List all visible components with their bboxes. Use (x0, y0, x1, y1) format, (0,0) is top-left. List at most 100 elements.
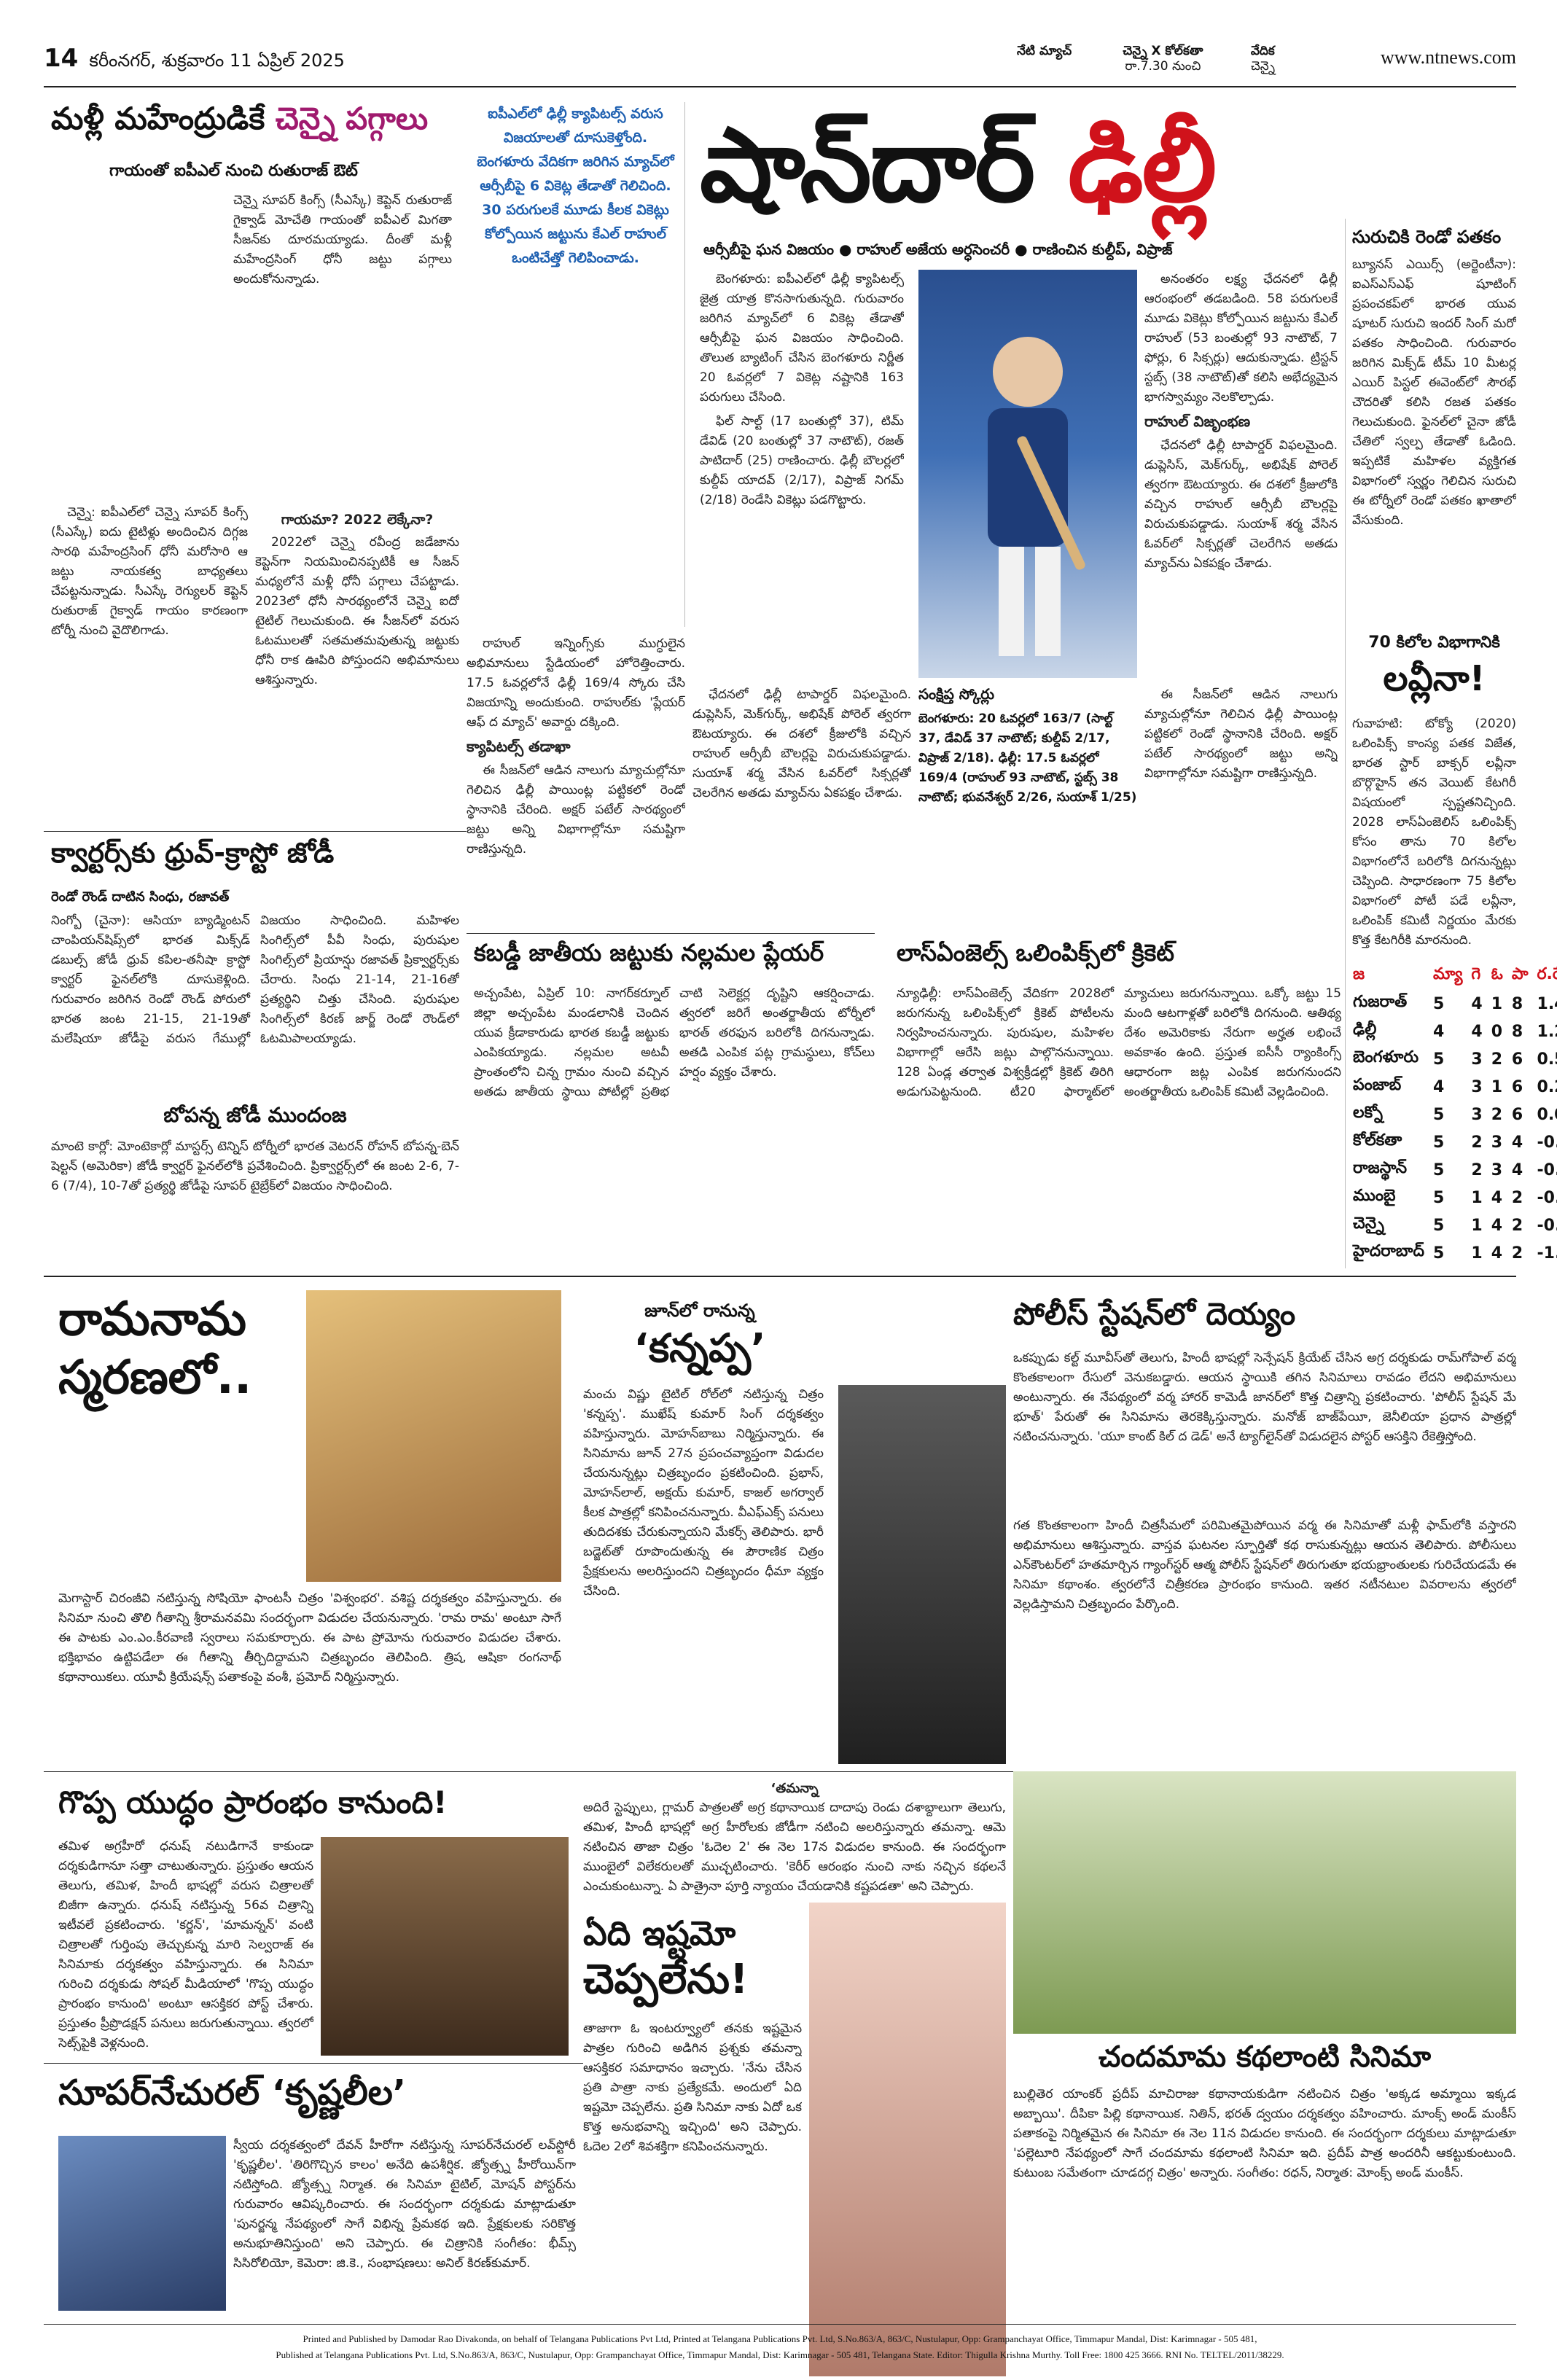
lead-kicker-text: ఐపీఎల్‌లో ఢిల్లీ క్యాపిటల్స్ వరుస విజయాల… (477, 106, 674, 266)
played: 5 (1433, 1105, 1445, 1124)
venue-label: వేదిక (1250, 44, 1275, 58)
lost: 0 (1491, 1022, 1503, 1041)
points: 6 (1511, 1077, 1523, 1096)
bopanna-headline: బోపన్న జోడీ ముందంజ (163, 1103, 347, 1127)
lost: 2 (1491, 1050, 1503, 1069)
police-body-2: గత కొంతకాలంగా హిందీ చిత్రసీమలో పరిమితమైప… (1013, 1518, 1516, 1612)
kannappa-headline: ‘కన్నప్ప’ (633, 1325, 766, 1371)
lead-headline-a: షాన్‌దార్ (700, 106, 1035, 225)
orange-headline: సురుచికి రెండో పతకం (1352, 227, 1502, 247)
points: 4 (1511, 1133, 1523, 1152)
tamanna-quote: ‘తమన్నా అదిరే స్టెప్పులు, గ్లామర్ పాత్రల… (583, 1779, 1006, 1895)
ramanama-headline-b: స్మరణలో.. (58, 1351, 252, 1405)
csk-subtitle: గాయంతో ఐపీఎల్ నుంచి రుతురాజ్ ఔట్ (109, 162, 358, 180)
lead-bottom-1: రాహుల్ ఇన్నింగ్స్‌కు ముగ్ధులైన అభిమానులు… (467, 634, 685, 926)
war-photo (321, 1837, 569, 2056)
team-name: చెన్నై (1353, 1214, 1384, 1233)
police-headline: పోలీస్ స్టేషన్‌లో దెయ్యం (1013, 1296, 1296, 1332)
lead-para: ఈ సీజన్‌లో ఆడిన నాలుగు మ్యాచుల్లోనూ గెలి… (467, 763, 685, 857)
played: 5 (1433, 1160, 1445, 1179)
quarters-headline: క్వార్టర్స్‌కు ధ్రువ్-క్రాస్టో జోడీ (51, 837, 335, 869)
won: 1 (1471, 1216, 1483, 1235)
ramanama-headline: రామనామ స్మరణలో.. (58, 1290, 299, 1407)
edi-headline: ఏది ఇష్టమో చెప్పలేను! (583, 1910, 802, 2003)
lead-para: బెంగళూరు: ఐపీఎల్‌లో ఢిల్లీ క్యాపిటల్స్ జ… (700, 272, 904, 405)
dateline: కరీంనగర్, శుక్రవారం 11 ఏప్రిల్ 2025 (89, 50, 345, 71)
nrr: -0.05 (1537, 1133, 1557, 1152)
played: 5 (1433, 994, 1445, 1013)
points-col-nrr: ర.రే (1537, 965, 1557, 983)
section-rule (467, 933, 875, 934)
bopanna-body: మాంటె కార్లో: మోంటెకార్లో మాస్టర్స్ టెన్… (51, 1139, 459, 1193)
page-header: 14 కరీంనగర్, శుక్రవారం 11 ఏప్రిల్ 2025 న… (44, 44, 1516, 80)
footer-rule (44, 2324, 1516, 2325)
krishna-headline: సూపర్‌నేచురల్ ‘కృష్ణలీల’ (58, 2072, 407, 2113)
orange-body: బ్యూనస్ ఎయిర్స్ (అర్జెంటీనా): ఐఎస్ఎస్ఎఫ్… (1352, 257, 1516, 528)
chandamama-body: బుల్లితెర యాంకర్ ప్రదీప్ మాచిరాజు కథానాయ… (1013, 2087, 1516, 2180)
points-col-lost: ఓ (1491, 965, 1503, 983)
today-match-label: నేటి మ్యాచ్ (1017, 44, 1072, 58)
lead-kicker: ఐపీఎల్‌లో ఢిల్లీ క్యాపిటల్స్ వరుస విజయాల… (467, 102, 685, 627)
points: 6 (1511, 1105, 1523, 1124)
played: 5 (1433, 1133, 1445, 1152)
won: 3 (1471, 1077, 1483, 1096)
played: 4 (1433, 1022, 1445, 1041)
points-col-won: గె (1471, 965, 1481, 983)
csk-body-2: గాయమా? 2022 లెక్కేనా? 2022లో చెన్నై రవీం… (255, 510, 459, 816)
team-name: పంజాబ్ (1353, 1076, 1402, 1094)
right-column-rule (1345, 219, 1346, 1268)
csk-body: చెన్నై: ఐపీఎల్‌లో చెన్నై సూపర్ కింగ్స్ (… (51, 503, 248, 816)
ramanama-photo (306, 1290, 561, 1582)
today-match-teams: చెన్నై X కోల్‌కతా (1123, 44, 1203, 58)
lead-photo (918, 270, 1137, 678)
nrr: -0.88 (1537, 1216, 1557, 1235)
section-rule (44, 1276, 1516, 1277)
team-name: బెంగళూరు (1353, 1048, 1419, 1066)
lost: 3 (1491, 1160, 1503, 1179)
lead-headline: షాన్‌దార్ ఢిల్లీ (700, 101, 1327, 239)
olympics-headline: లాస్‌ఏంజెల్స్ ఒలింపిక్స్‌లో క్రికెట్ (897, 939, 1174, 967)
points-col-points: పా (1511, 965, 1529, 983)
nrr: -1.62 (1537, 1244, 1557, 1263)
nrr: 0.28 (1537, 1077, 1557, 1096)
lead-rahul: అనంతరం లక్ష్య ఛేదనలో ఢిల్లీ ఆరంభంలో తడబడ… (1144, 270, 1338, 678)
section-rule (44, 2063, 583, 2064)
police-body: ఒకప్పుడు కల్ట్ మూవీస్‌తో తెలుగు, హిందీ భ… (1013, 1351, 1516, 1444)
footer-line-2: Published at Telangana Publications Pvt.… (276, 2349, 1284, 2360)
won: 2 (1471, 1133, 1483, 1152)
website[interactable]: www.ntnews.com (1380, 47, 1516, 68)
scorecard: సంక్షిప్త స్కోర్లు బెంగళూరు: 20 ఓవర్లలో … (918, 685, 1137, 926)
played: 5 (1433, 1050, 1445, 1069)
nrr: 0.07 (1537, 1105, 1557, 1124)
edi-headline-a: ఏది ఇష్టమో (583, 1913, 736, 1953)
chandamama-headline: చందమామ కథలాంటి సినిమా (1098, 2040, 1432, 2074)
scorecard-text: బెంగళూరు: 20 ఓవర్లలో 163/7 (సాల్ట్ 37, డ… (918, 711, 1137, 805)
krishna-photo (58, 2136, 226, 2311)
points: 6 (1511, 1050, 1523, 1069)
section-rule (44, 1771, 1013, 1772)
lost: 1 (1491, 994, 1503, 1013)
police-photo (838, 1385, 1006, 1764)
played: 4 (1433, 1077, 1445, 1096)
points: 8 (1511, 1022, 1523, 1041)
lost: 1 (1491, 1077, 1503, 1096)
won: 1 (1471, 1244, 1483, 1263)
won: 3 (1471, 1105, 1483, 1124)
nrr: -0.73 (1537, 1160, 1557, 1179)
lead-para: రాహుల్ ఇన్నింగ్స్‌కు ముగ్ధులైన అభిమానులు… (467, 636, 685, 730)
lead-bottom-2: ఛేదనలో ఢిల్లీ టాపార్డర్ విఫలమైంది. డుప్ల… (692, 685, 911, 926)
won: 4 (1471, 994, 1483, 1013)
tamanna-body: అదిరే స్టెప్పులు, గ్లామర్ పాత్రలతో అగ్ర … (583, 1800, 1006, 1894)
lovlina-headline: లవ్లీనా! (1383, 658, 1486, 699)
lovlina-body: గువాహటి: టోక్యో (2020) ఒలింపిక్స్ కాంస్య… (1352, 717, 1516, 948)
team-name: ముంబై (1353, 1187, 1396, 1205)
points-col-team: జ (1353, 965, 1365, 983)
lead-para: ఈ సీజన్‌లో ఆడిన నాలుగు మ్యాచుల్లోనూ గెలి… (1144, 687, 1338, 781)
lead-para: అనంతరం లక్ష్య ఛేదనలో ఢిల్లీ ఆరంభంలో తడబడ… (1144, 272, 1338, 405)
header-rule (44, 86, 1516, 87)
